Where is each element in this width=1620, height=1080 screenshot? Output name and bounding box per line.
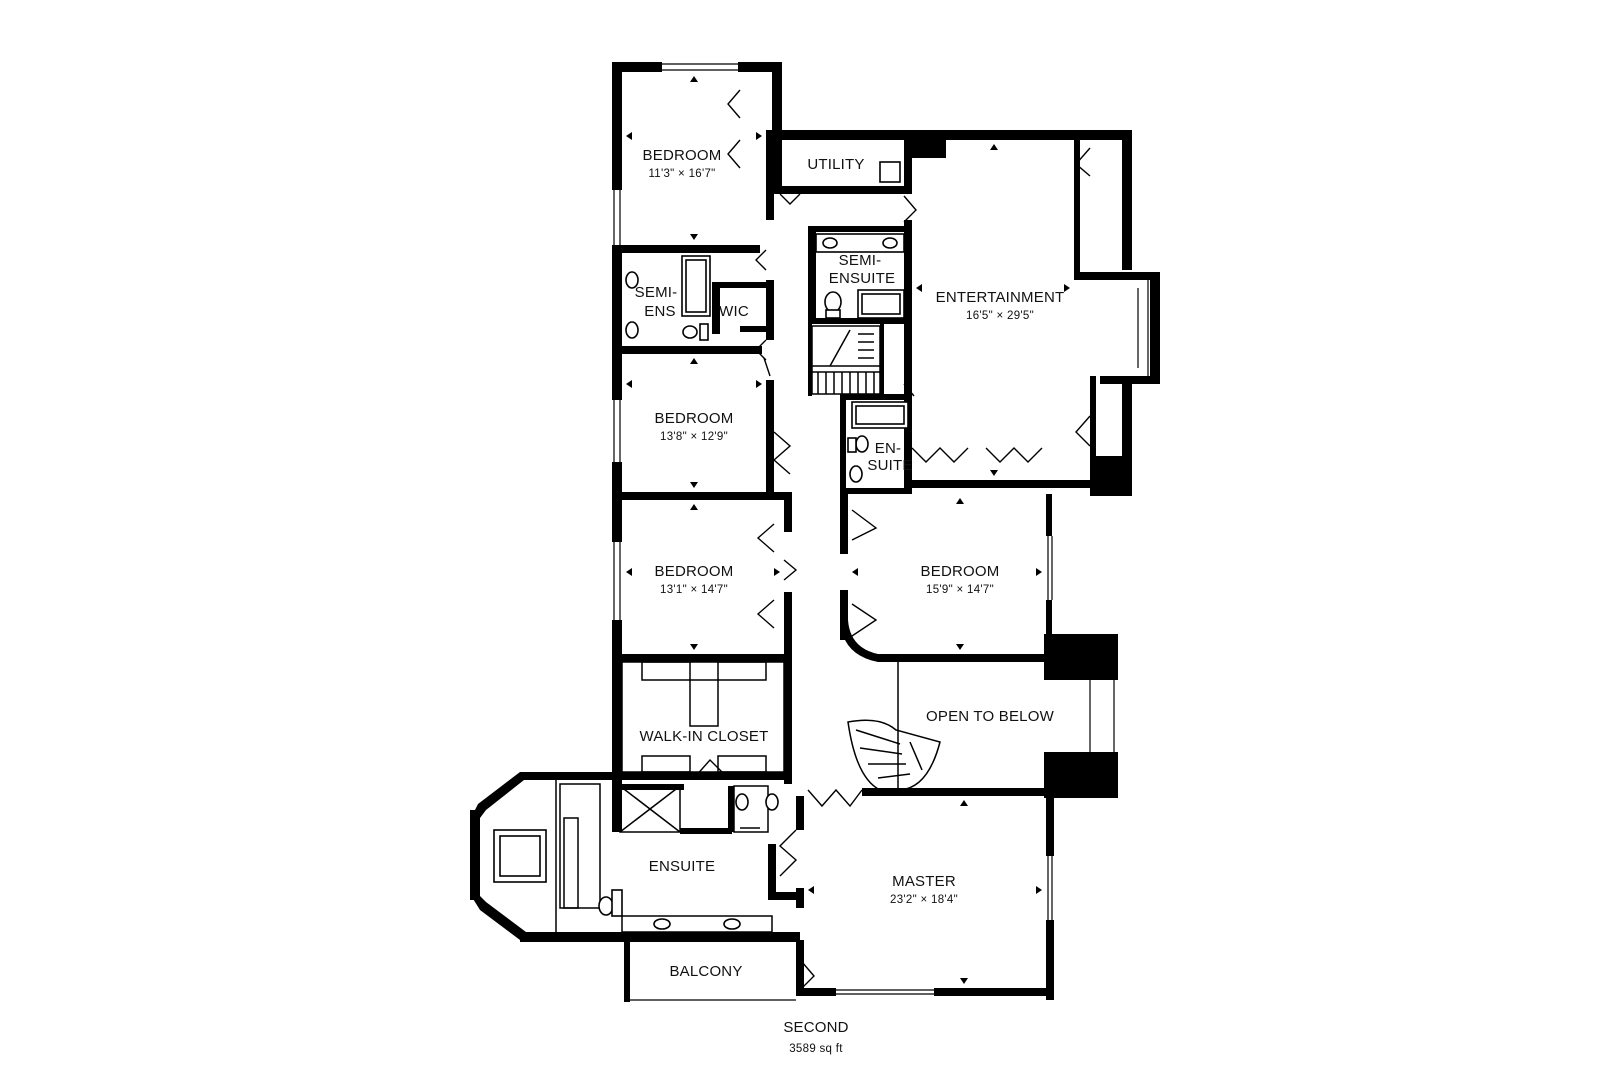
en-suite-name-line2: SUITE — [867, 457, 912, 474]
bedroom-4-dims: 15'9" × 14'7" — [926, 584, 994, 596]
floor-name: SECOND — [783, 1019, 848, 1036]
semi-ensuite-right-name-line1: SEMI- — [839, 252, 882, 269]
bedroom-2-name: BEDROOM — [655, 410, 734, 427]
walk-in-closet-name: WALK-IN CLOSET — [640, 728, 769, 745]
bedroom-1-name: BEDROOM — [643, 147, 722, 164]
semi-ensuite-right-name-line2: ENSUITE — [829, 270, 895, 287]
utility-name: UTILITY — [807, 156, 864, 173]
dimension-markers — [626, 76, 1070, 984]
master-dims: 23'2" × 18'4" — [890, 894, 958, 906]
balcony-name: BALCONY — [669, 963, 742, 980]
en-suite-name-line1: EN- — [875, 440, 901, 457]
walls — [470, 62, 1160, 1002]
bedroom-3-dims: 13'1" × 14'7" — [660, 584, 728, 596]
bedroom-3-name: BEDROOM — [655, 563, 734, 580]
doors — [693, 89, 1091, 989]
semi-ens-left-name-line1: SEMI- — [635, 284, 678, 301]
wic-name: WIC — [719, 303, 749, 320]
stairs — [811, 325, 941, 791]
windows — [473, 63, 1149, 1001]
room-labels: BEDROOM 11'3" × 16'7" UTILITY SEMI- ENSU… — [635, 147, 1065, 980]
entertainment-dims: 16'5" × 29'5" — [966, 310, 1034, 322]
floor-area: 3589 sq ft — [789, 1043, 843, 1055]
entertainment-name: ENTERTAINMENT — [936, 289, 1065, 306]
bedroom-1-dims: 11'3" × 16'7" — [648, 168, 715, 180]
bedroom-4-name: BEDROOM — [921, 563, 1000, 580]
bedroom-2-dims: 13'8" × 12'9" — [660, 431, 728, 443]
floor-caption: SECOND 3589 sq ft — [783, 1019, 848, 1055]
master-name: MASTER — [892, 873, 956, 890]
ensuite-name: ENSUITE — [649, 858, 715, 875]
semi-ens-left-name-line2: ENS — [644, 303, 675, 320]
fixtures — [493, 161, 909, 933]
open-to-below-name: OPEN TO BELOW — [926, 708, 1055, 725]
